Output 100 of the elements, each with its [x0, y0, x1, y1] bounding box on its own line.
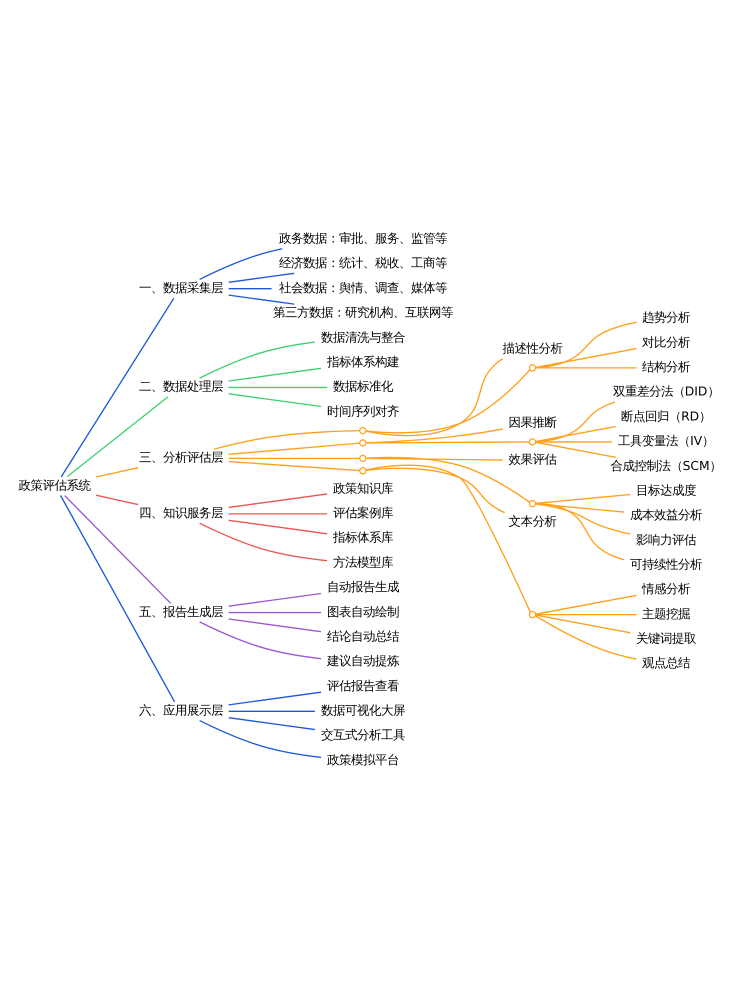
connector — [366, 358, 504, 436]
connector — [60, 298, 174, 478]
connector — [536, 614, 630, 634]
node-text: 自动报告生成 — [326, 580, 399, 594]
connector — [366, 428, 504, 444]
node-text: 数据标准化 — [332, 380, 393, 394]
node-text: 关键词提取 — [636, 632, 696, 646]
node-text: 时间序列对齐 — [326, 404, 399, 418]
node-text: 文本分析 — [508, 514, 556, 528]
connector — [536, 441, 612, 443]
node-text: 图表自动绘制 — [326, 604, 399, 619]
connector — [228, 272, 294, 283]
connector — [536, 426, 616, 442]
node-text: 目标达成度 — [636, 483, 696, 498]
connector — [60, 495, 176, 702]
node-text: 情感分析 — [642, 582, 690, 596]
node-text: 经济数据：统计、税收、工商等 — [278, 256, 447, 270]
node-text: 数据可视化大屏 — [320, 703, 405, 718]
connector — [366, 369, 530, 434]
node-text: 政策模拟平台 — [326, 752, 399, 767]
node-circle — [528, 438, 536, 446]
node-text: 评估案例库 — [332, 506, 393, 520]
node-text: 方法模型库 — [332, 555, 393, 570]
node-text: 成本效益分析 — [630, 508, 702, 522]
connector — [228, 612, 322, 614]
node-circle — [359, 454, 366, 462]
connector — [228, 692, 322, 706]
node-text: 政务数据：审批、服务、监管等 — [278, 232, 447, 246]
connector — [536, 401, 616, 442]
node-text: 结论自动总结 — [326, 629, 399, 644]
connector — [96, 494, 138, 506]
connector — [536, 614, 637, 616]
node-text: 四、知识服务层 — [138, 506, 223, 520]
connector — [199, 522, 328, 562]
node-text: 影响力评估 — [636, 532, 696, 547]
connector — [228, 393, 322, 408]
node-circle — [528, 364, 536, 372]
node-text: 效果评估 — [508, 452, 556, 467]
connector — [228, 442, 360, 456]
node-text: 第三方数据：研究机构、互联网等 — [272, 306, 453, 320]
node-text: 评估报告查看 — [326, 678, 399, 693]
connector — [536, 494, 630, 504]
connector — [228, 520, 328, 534]
connector — [228, 460, 360, 472]
node-text: 因果推断 — [508, 416, 556, 430]
connector — [536, 442, 616, 458]
node-text: 社会数据：舆情、调查、媒体等 — [278, 280, 447, 295]
node-text: 描述性分析 — [502, 342, 562, 356]
node-text: 指标体系库 — [332, 530, 393, 545]
node-text: 数据清洗与整合 — [320, 330, 405, 344]
node-text: 政策知识库 — [332, 481, 393, 496]
connector — [366, 464, 531, 612]
node-text: 建议自动提炼 — [326, 654, 399, 668]
node-circle — [359, 439, 366, 447]
connector — [214, 430, 360, 450]
node-text: 对比分析 — [642, 335, 690, 350]
connector — [228, 592, 322, 607]
node-circle — [359, 426, 366, 434]
node-text: 结构分析 — [642, 360, 690, 374]
node-text: 趋势分析 — [642, 310, 690, 325]
connector — [199, 621, 322, 660]
connector — [64, 495, 172, 604]
node-text: 二、数据处理层 — [138, 380, 223, 394]
node-circle — [528, 610, 536, 618]
connector — [228, 513, 328, 515]
connector — [199, 720, 322, 758]
node-text: 一、数据采集层 — [138, 280, 223, 295]
node-text: 工具变量法（IV） — [618, 434, 714, 448]
connector — [228, 717, 315, 730]
node-text: 交互式分析工具 — [320, 728, 405, 742]
connector — [536, 367, 637, 369]
connector — [228, 288, 272, 290]
connector — [366, 468, 505, 514]
node-circle — [528, 500, 536, 508]
connector — [199, 248, 282, 280]
connector — [536, 503, 631, 535]
node-text: 合成控制法（SCM） — [610, 458, 722, 473]
node-text: 主题挖掘 — [642, 606, 690, 621]
connector — [366, 441, 530, 444]
connector — [366, 456, 530, 503]
node-text: 断点回归（RD） — [621, 409, 712, 424]
node-text: 五、报告生成层 — [138, 604, 223, 619]
node-text: 双重差分法（DID） — [612, 384, 720, 399]
connector — [228, 386, 328, 388]
connector — [536, 348, 637, 368]
connector — [228, 458, 360, 460]
connector — [228, 493, 328, 508]
connector — [535, 615, 637, 660]
connector — [66, 396, 168, 478]
connector — [536, 594, 637, 615]
node-circle — [359, 467, 366, 474]
node-text: 三、分析评估层 — [138, 450, 223, 465]
node-text: 可持续性分析 — [630, 557, 702, 572]
node-text: 指标体系构建 — [326, 354, 399, 369]
connector — [228, 710, 315, 712]
connector — [536, 322, 637, 368]
connector — [228, 368, 322, 382]
connector — [536, 502, 624, 560]
node-text: 政策评估系统 — [18, 478, 90, 492]
connector — [228, 294, 294, 305]
